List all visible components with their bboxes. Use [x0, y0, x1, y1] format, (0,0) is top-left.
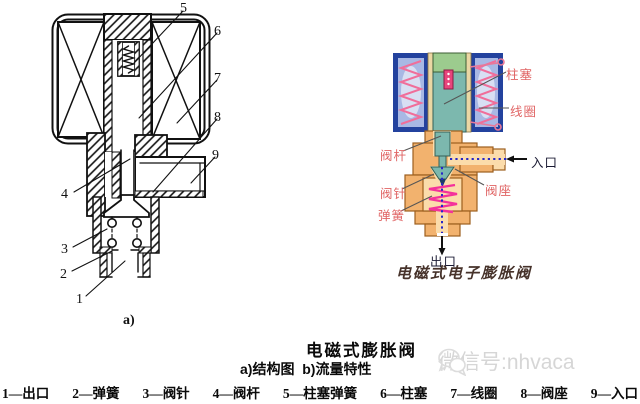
chamber-wall-right: [150, 196, 160, 254]
wechat-icon: [438, 348, 466, 376]
figure-a-label: a): [123, 313, 135, 328]
legend-item-7: 7—线圈: [450, 386, 498, 401]
watermark-text: 微信号:nhvaca: [438, 351, 575, 374]
legend-item-2: 2—弹簧: [72, 386, 120, 401]
body-right-block: [134, 134, 168, 159]
callout-8: 8: [214, 110, 221, 125]
legend-item-5: 5—柱塞弹簧: [282, 386, 358, 401]
legend-item-6: 6—柱塞: [380, 386, 428, 401]
flow-path-dots: [441, 158, 511, 233]
top-cap: [103, 13, 152, 41]
coil-winding-right-section: [151, 21, 201, 140]
callout-4: 4: [61, 187, 68, 202]
spring-guides: [105, 216, 144, 251]
label-spring: 弹簧: [378, 209, 406, 223]
label-inlet: 入口: [531, 156, 559, 170]
main-title: 电磁式膨胀阀: [306, 342, 417, 360]
callout-5: 5: [180, 1, 187, 16]
legend-item-3: 3—阀针: [142, 386, 190, 401]
callout-6: 6: [214, 24, 221, 39]
label-outlet: 出口: [430, 255, 458, 269]
label-stem: 阀杆: [380, 149, 408, 163]
callout-2: 2: [60, 267, 67, 282]
plunger-spring: [117, 41, 140, 77]
callout-leaders-a: [71, 10, 218, 297]
winding-zigzag-right: [474, 60, 499, 125]
callout-1: 1: [76, 292, 83, 307]
callout-leaders-b: [400, 71, 509, 212]
coil-winding-left-section: [57, 21, 105, 138]
valve-stem: [105, 149, 135, 199]
winding-zigzag-left: [397, 60, 425, 125]
legend-item-1: 1—出口: [2, 386, 50, 401]
figure-b-caption: 电磁式电子膨胀阀: [396, 266, 533, 282]
watermark: 微信号:nhvaca: [438, 346, 575, 376]
label-needle: 阀针: [380, 187, 408, 201]
valve-stem-b: [430, 131, 455, 187]
legend-item-4: 4—阀杆: [212, 386, 260, 401]
outlet-port: [99, 246, 152, 278]
label-coil: 线圈: [510, 105, 538, 119]
legend-item-8: 8—阀座: [520, 386, 568, 401]
return-spring: [428, 183, 458, 214]
outlet-arrow: [438, 236, 446, 256]
plunger-spring-b: [443, 69, 454, 90]
legend-item-9: 9—入口: [590, 386, 638, 401]
label-seat: 阀座: [485, 184, 513, 198]
label-plunger: 柱塞: [506, 68, 534, 82]
figure-a-drawing: [51, 10, 218, 297]
inlet-tube: [134, 156, 206, 198]
valve-needle-poppet: [103, 194, 150, 218]
callout-7: 7: [214, 71, 221, 86]
figure-b-drawing: [393, 52, 527, 256]
plunger-cap: [432, 52, 467, 73]
callout-3: 3: [61, 242, 68, 257]
coil-terminals: [469, 58, 505, 131]
chamber-wall-left: [92, 196, 102, 254]
inlet-arrow: [506, 155, 527, 163]
callout-9: 9: [212, 148, 219, 163]
sub-caption: a)结构图 b)流量特性: [240, 361, 372, 377]
needle-tip: [439, 179, 446, 187]
parts-legend: 1—出口 2—弹簧 3—阀针 4—阀杆 5—柱塞弹簧 6—柱塞 7—线圈 8—阀…: [2, 382, 638, 402]
